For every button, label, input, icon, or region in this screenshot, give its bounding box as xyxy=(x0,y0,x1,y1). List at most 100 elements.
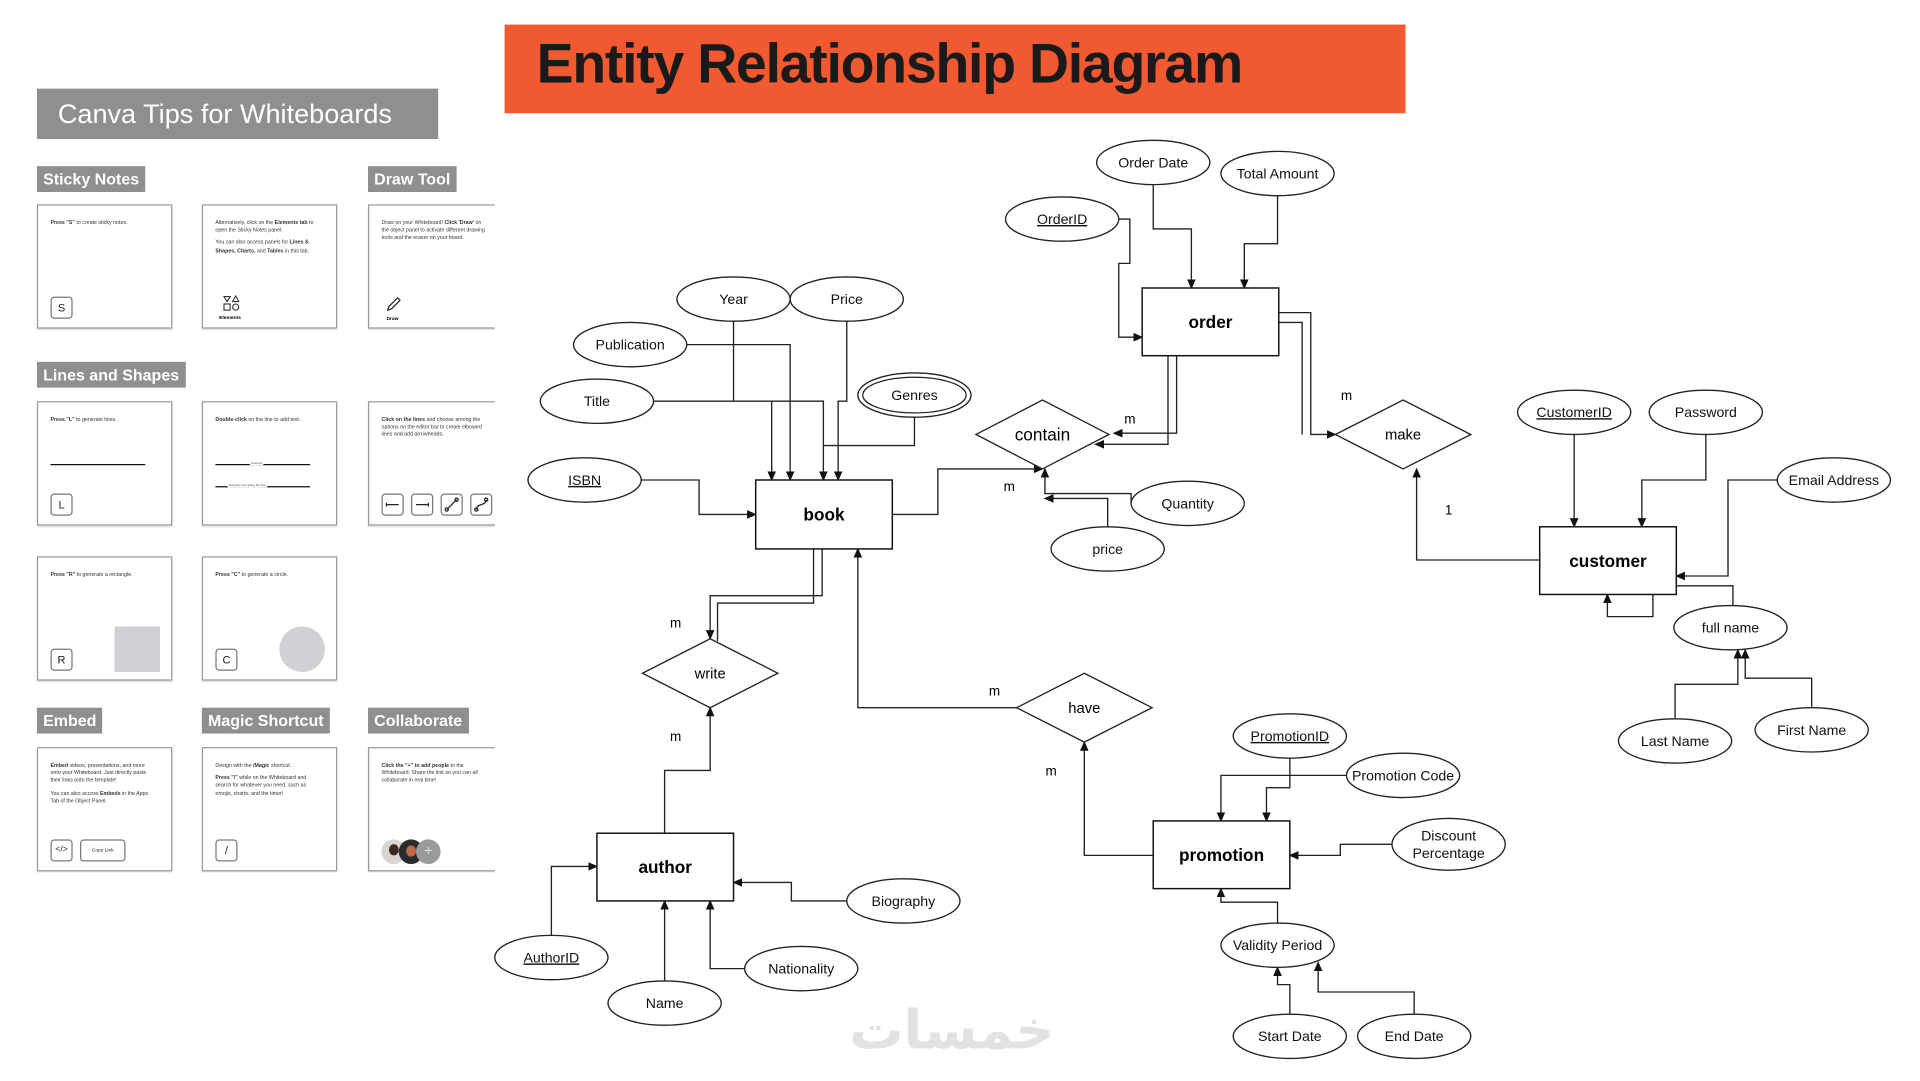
khamsat-watermark: خمسات xyxy=(849,999,1055,1063)
tip-card-embed[interactable]: Embed videos, presentations, and more on… xyxy=(36,747,173,872)
elements-icon xyxy=(223,294,240,311)
connector-line xyxy=(1603,585,1734,618)
attribute-first-name[interactable]: First Name xyxy=(1754,707,1869,753)
relationship-make[interactable]: make xyxy=(1333,399,1473,470)
curved-connector-option[interactable] xyxy=(470,493,493,516)
attribute-last-name[interactable]: Last Name xyxy=(1617,718,1733,764)
entity-order[interactable]: order xyxy=(1141,287,1280,357)
section-lines-shapes: Lines and Shapes xyxy=(36,361,186,388)
attribute-nationality[interactable]: Nationality xyxy=(743,945,859,992)
relationship-have[interactable]: have xyxy=(1015,672,1154,743)
tip-text: Press "L" to generate lines. xyxy=(50,415,117,423)
attribute-title[interactable]: Title xyxy=(539,378,655,425)
tip-text: Draw on your Whiteboard! Click 'Draw' on… xyxy=(381,219,485,241)
line-end-arrow-option[interactable] xyxy=(411,493,434,516)
tip-text: Press "C" to generate a circle. xyxy=(215,571,289,578)
connector-line xyxy=(1112,355,1178,438)
relationship-contain[interactable]: contain xyxy=(974,399,1111,470)
attribute-biography[interactable]: Biography xyxy=(846,878,961,924)
attribute-label: Percentage xyxy=(1412,845,1484,861)
attribute-order-date[interactable]: Order Date xyxy=(1095,139,1211,186)
tip-card-draw[interactable]: Draw on your Whiteboard! Click 'Draw' on… xyxy=(367,204,495,329)
attribute-label: Order Date xyxy=(1118,154,1188,170)
connector-line xyxy=(1637,434,1707,528)
tip-card-sticky[interactable]: Press "S" to create sticky notes. S xyxy=(36,204,173,329)
attribute-label: Email Address xyxy=(1789,472,1879,488)
sample-circle xyxy=(279,626,325,672)
line-start-arrow-icon xyxy=(385,502,399,507)
tip-card-lines[interactable]: Press "L" to generate lines. L xyxy=(36,401,173,526)
attribute-validity-period[interactable]: Validity Period xyxy=(1220,922,1335,969)
attribute-label: Price xyxy=(831,291,863,307)
entity-promotion[interactable]: promotion xyxy=(1152,820,1291,890)
attribute-authorid[interactable]: AuthorID xyxy=(494,934,609,981)
straight-connector-option[interactable] xyxy=(440,493,463,516)
add-person-button[interactable]: + xyxy=(415,839,441,864)
entity-label: order xyxy=(1188,312,1232,332)
attribute-password[interactable]: Password xyxy=(1648,389,1764,436)
entity-label: author xyxy=(638,857,692,877)
attribute-publication[interactable]: Publication xyxy=(572,321,688,368)
page-title: Entity Relationship Diagram xyxy=(536,31,1244,95)
attribute-isbn[interactable]: ISBN xyxy=(527,457,642,503)
connector-line xyxy=(686,343,795,482)
connector-line xyxy=(1278,311,1337,439)
attribute-name[interactable]: Name xyxy=(607,980,722,1026)
attribute-orderid[interactable]: OrderID xyxy=(1004,196,1120,242)
entity-label: customer xyxy=(1569,551,1647,571)
drag-text-label: Drag the text along the line xyxy=(227,483,267,488)
attribute-start-date[interactable]: Start Date xyxy=(1232,1013,1348,1060)
attribute-genres[interactable]: Genres xyxy=(857,372,972,418)
connector-line xyxy=(892,464,1044,516)
connector-line xyxy=(1094,355,1169,449)
relationship-label: make xyxy=(1385,428,1421,444)
tip-card-magic[interactable]: Design with the /Magic shortcut.Press "/… xyxy=(201,747,338,872)
relationship-label: contain xyxy=(1015,424,1071,444)
attribute-price[interactable]: price xyxy=(1050,526,1165,572)
entity-label: promotion xyxy=(1179,845,1264,865)
tip-card-collaborate[interactable]: Click the "+" to add people to the White… xyxy=(367,747,495,872)
attribute-end-date[interactable]: End Date xyxy=(1356,1013,1472,1060)
relationship-write[interactable]: write xyxy=(640,638,780,709)
attribute-full-name[interactable]: full name xyxy=(1673,604,1788,651)
tip-card-line-options[interactable]: Click on the lines and choose among the … xyxy=(367,401,495,526)
attribute-label: PromotionID xyxy=(1251,728,1330,744)
draw-label: Draw xyxy=(386,315,399,322)
attribute-price[interactable]: Price xyxy=(789,276,905,322)
tip-text: Press "R" to generate a rectangle. xyxy=(50,571,133,578)
copy-link-button[interactable]: Copy Link xyxy=(79,839,126,862)
entity-customer[interactable]: customer xyxy=(1538,526,1678,596)
tip-card-rectangle[interactable]: Press "R" to generate a rectangle. R xyxy=(36,556,173,681)
elements-label: Elements xyxy=(219,313,241,320)
entity-book[interactable]: book xyxy=(754,479,894,550)
tip-card-elements[interactable]: Alternatively, click on the Elements tab… xyxy=(201,204,338,329)
attribute-email-address[interactable]: Email Address xyxy=(1776,457,1892,503)
attribute-year[interactable]: Year xyxy=(676,276,791,322)
attribute-promotionid[interactable]: PromotionID xyxy=(1232,713,1348,759)
attribute-label: Year xyxy=(719,291,748,307)
connector-line xyxy=(833,321,848,482)
attribute-total-amount[interactable]: Total Amount xyxy=(1220,150,1335,197)
tip-text: Double-click on the line to add text. xyxy=(215,415,301,423)
attribute-label: price xyxy=(1092,541,1123,557)
attribute-quantity[interactable]: Quantity xyxy=(1130,480,1245,527)
connector-line xyxy=(641,479,757,519)
line-start-arrow-option[interactable] xyxy=(381,493,404,516)
embed-code-button[interactable]: </> xyxy=(50,839,73,862)
connector-line xyxy=(1043,494,1109,527)
connector-line xyxy=(1118,218,1144,342)
add-text-label: Add text xyxy=(249,461,264,466)
attribute-promotion-code[interactable]: Promotion Code xyxy=(1345,752,1461,799)
tip-card-circle[interactable]: Press "C" to generate a circle. C xyxy=(201,556,338,681)
entity-label: book xyxy=(803,505,845,525)
attribute-customerid[interactable]: CustomerID xyxy=(1516,389,1632,436)
attribute-label: Discount xyxy=(1421,828,1476,844)
tip-card-line-text[interactable]: Double-click on the line to add text. Ad… xyxy=(201,401,338,526)
canva-tips-panel: Canva Tips for Whiteboards Sticky Notes … xyxy=(0,0,495,1081)
connector-line xyxy=(1239,195,1279,290)
key-c: C xyxy=(215,648,238,671)
section-collaborate: Collaborate xyxy=(367,707,469,734)
entity-author[interactable]: author xyxy=(596,832,735,902)
connector-line xyxy=(853,547,1017,709)
